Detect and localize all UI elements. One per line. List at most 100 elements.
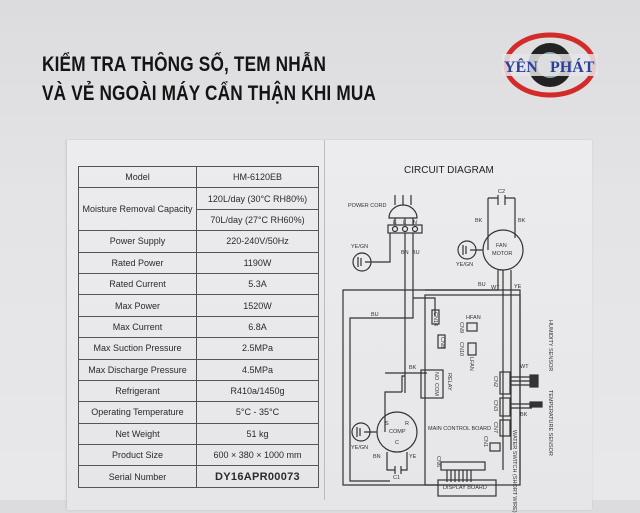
e-label: E — [393, 220, 397, 226]
ye-gn-label-3: YE/GN — [351, 445, 369, 451]
c-label: C — [395, 440, 399, 446]
spec-label: Product Size — [78, 444, 197, 467]
spec-value: 2.5MPa — [196, 337, 319, 360]
humidity-sensor-label: HUMIDITY SENSOR — [547, 320, 553, 372]
spec-label: Net Weight — [78, 422, 197, 446]
motor-label: MOTOR — [492, 251, 513, 257]
hfan-label: HFAN — [466, 315, 481, 321]
spec-value: 120L/day (30°C RH80%) — [196, 187, 319, 210]
spec-value: 4.5MPa — [196, 358, 319, 381]
spec-value: 220-240V/50Hz — [196, 230, 319, 253]
headline: KIỂM TRA THÔNG SỐ, TEM NHẪN VÀ VẺ NGOÀI … — [42, 50, 376, 108]
logo-text-right: PHÁT — [550, 57, 595, 76]
lfan-label: LFAN — [468, 357, 474, 371]
spec-label: Rated Current — [78, 272, 197, 296]
cn9-label: CN9 — [458, 322, 464, 334]
cn14-label: CN14 — [432, 312, 438, 327]
bk-label-3: BK — [409, 365, 417, 371]
fan-label: FAN — [496, 243, 507, 249]
n-label: N — [413, 220, 417, 226]
spec-label: Max Current — [78, 315, 197, 339]
spec-value: 6.8A — [196, 315, 319, 339]
main-control-board-label: MAIN CONTROL BOARD — [428, 426, 492, 432]
cn6-label: CN6 — [435, 456, 441, 468]
bn-label-1: BN — [401, 250, 409, 256]
c2-label: C2 — [498, 189, 506, 195]
temperature-sensor-label: TEMPERATURE SENSOR — [547, 390, 553, 456]
headline-line-2: VÀ VẺ NGOÀI MÁY CẨN THẬN KHI MUA — [42, 82, 377, 105]
cn8-label: CN8 — [439, 337, 445, 349]
water-switch-label: WATER SWITCH (SHORT WIRE) — [511, 430, 517, 513]
bu-label-3: BU — [371, 312, 379, 318]
cn7-label: CN7 — [492, 422, 498, 434]
diagram-title: CIRCUIT DIAGRAM — [404, 165, 494, 176]
cn1-label: CN1 — [482, 436, 488, 448]
wt-label-1: WT — [491, 285, 500, 291]
bu-label-2: BU — [478, 282, 486, 288]
spec-value: 51 kg — [196, 422, 319, 446]
spec-label: Moisture Removal Capacity — [78, 187, 197, 232]
spec-value: 600 × 380 × 1000 mm — [196, 444, 319, 467]
label-divider — [324, 140, 325, 500]
spec-label: Max Discharge Pressure — [78, 358, 197, 381]
circuit-diagram: CIRCUIT DIAGRAM POWER CORD E L N YE/GN B… — [325, 140, 592, 513]
ye-label-2: YE — [409, 454, 417, 460]
ye-gn-label-1: YE/GN — [351, 244, 369, 250]
relay-label: RELAY — [446, 373, 452, 391]
r-label: R — [405, 421, 409, 427]
power-cord-label: POWER CORD — [348, 203, 387, 209]
bu-label-1: BU — [412, 250, 420, 256]
bk-label-2: BK — [518, 218, 526, 224]
spec-value: 5°C - 35°C — [196, 401, 319, 424]
spec-label: Refrigerant — [78, 379, 197, 403]
spec-label: Model — [78, 165, 197, 189]
l-label: L — [403, 220, 407, 226]
logo-text-left: YÊN — [504, 57, 538, 76]
comp-label: COMP — [389, 429, 406, 435]
ye-gn-label-2: YE/GN — [456, 262, 474, 268]
bn-label-2: BN — [373, 454, 381, 460]
spec-value: 1190W — [196, 251, 319, 274]
headline-line-1: KIỂM TRA THÔNG SỐ, TEM NHẪN — [42, 53, 327, 76]
spec-label: Max Suction Pressure — [78, 337, 197, 360]
spec-value: 1520W — [196, 294, 319, 317]
c1-label: C1 — [393, 475, 401, 481]
spec-value: 70L/day (27°C RH60%) — [196, 208, 319, 232]
com-label: COM — [433, 383, 439, 396]
spec-label: Rated Power — [78, 251, 197, 274]
s-label: S — [385, 421, 389, 427]
cn2-label: CN2 — [492, 376, 498, 388]
spec-value: 5.3A — [196, 272, 319, 296]
spec-label: Power Supply — [78, 230, 197, 253]
spec-value: R410a/1450g — [196, 379, 319, 403]
ye-label-1: YE — [514, 284, 522, 290]
bk-label-4: BK — [520, 412, 528, 418]
no-label: NO — [433, 372, 439, 381]
spec-label: Operating Temperature — [78, 401, 197, 424]
spec-value: DY16APR00073 — [196, 465, 319, 488]
wt-label-2: WT — [520, 364, 529, 370]
yen-phat-logo: YÊN PHÁT — [500, 20, 600, 110]
spec-label: Serial Number — [78, 465, 197, 488]
cn3-label: CN3 — [492, 400, 498, 412]
spec-value: HM-6120EB — [196, 165, 319, 189]
bk-label-1: BK — [475, 218, 483, 224]
display-board-label: DISPLAY BOARD — [443, 485, 487, 491]
cn10-label: CN10 — [458, 342, 464, 357]
spec-label: Max Power — [78, 294, 197, 317]
